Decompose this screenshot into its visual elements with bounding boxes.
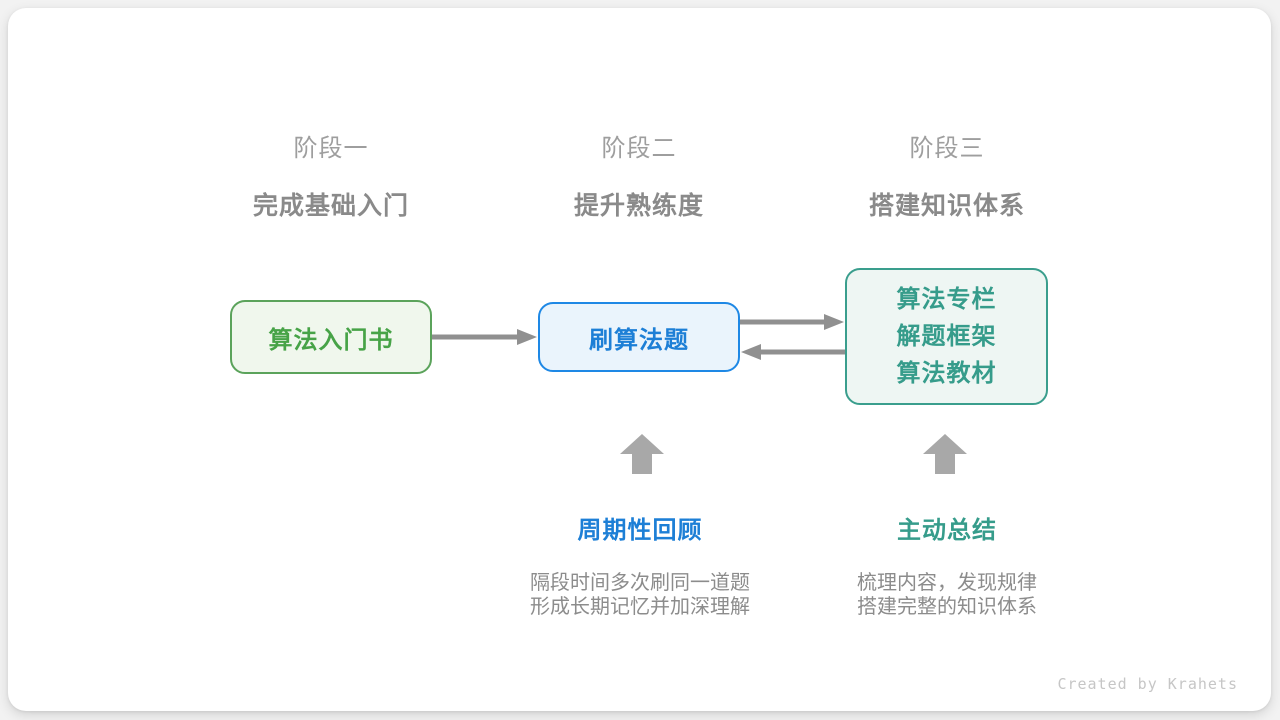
annotation-periodic-review: 周期性回顾 隔段时间多次刷同一道题 形成长期记忆并加深理解 bbox=[510, 510, 770, 619]
node-resources-line-3: 算法教材 bbox=[896, 360, 997, 387]
arrow-up-icon bbox=[620, 434, 664, 474]
arrow-right-icon bbox=[740, 314, 844, 330]
arrow-up-icon bbox=[923, 434, 967, 474]
stage-2-header: 阶段二 提升熟练度 bbox=[539, 128, 739, 222]
stage-1-subtitle: 完成基础入门 bbox=[252, 192, 409, 220]
stage-2-subtitle: 提升熟练度 bbox=[573, 192, 704, 220]
annotation-active-summary-desc: 梳理内容，发现规律 搭建完整的知识体系 bbox=[817, 571, 1077, 619]
annotation-desc-line: 梳理内容，发现规律 bbox=[857, 572, 1037, 594]
footer-credit: Created by Krahets bbox=[1057, 675, 1238, 693]
annotation-periodic-review-title: 周期性回顾 bbox=[577, 517, 703, 544]
stage-2-label: 阶段二 bbox=[601, 135, 677, 162]
node-practice-problems: 刷算法题 bbox=[538, 302, 740, 372]
stage-1-header: 阶段一 完成基础入门 bbox=[231, 128, 431, 222]
annotation-desc-line: 搭建完整的知识体系 bbox=[857, 596, 1037, 618]
annotation-periodic-review-desc: 隔段时间多次刷同一道题 形成长期记忆并加深理解 bbox=[510, 571, 770, 619]
stage-1-label: 阶段一 bbox=[293, 135, 369, 162]
node-practice-problems-label: 刷算法题 bbox=[589, 326, 689, 354]
annotation-desc-line: 形成长期记忆并加深理解 bbox=[530, 596, 750, 618]
node-resources-line-1: 算法专栏 bbox=[896, 286, 997, 313]
node-intro-book: 算法入门书 bbox=[230, 300, 432, 374]
annotation-active-summary-title: 主动总结 bbox=[897, 517, 997, 544]
annotation-desc-line: 隔段时间多次刷同一道题 bbox=[530, 572, 750, 594]
node-intro-book-label: 算法入门书 bbox=[268, 326, 394, 354]
arrow-right-icon bbox=[432, 329, 537, 345]
annotation-active-summary: 主动总结 梳理内容，发现规律 搭建完整的知识体系 bbox=[817, 510, 1077, 619]
arrow-left-icon bbox=[741, 344, 845, 360]
node-resources-line-2: 解题框架 bbox=[896, 323, 997, 350]
stage-3-label: 阶段三 bbox=[909, 135, 985, 162]
stage-3-subtitle: 搭建知识体系 bbox=[868, 192, 1025, 220]
stage-3-header: 阶段三 搭建知识体系 bbox=[847, 128, 1047, 222]
node-knowledge-resources: 算法专栏 解题框架 算法教材 bbox=[845, 268, 1048, 405]
